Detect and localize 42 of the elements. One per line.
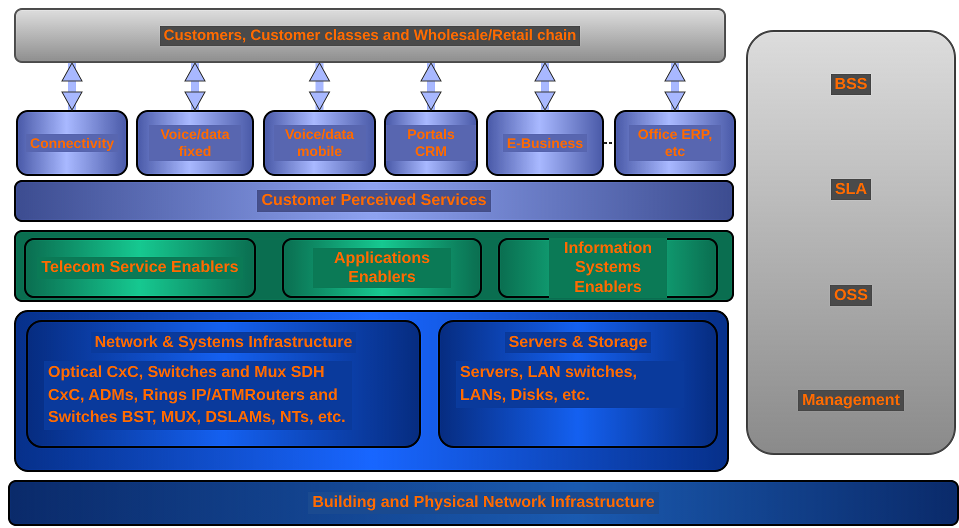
node-label: Office ERP, etc bbox=[629, 125, 721, 161]
node-label: Applications Enablers bbox=[313, 248, 451, 288]
double-arrow bbox=[534, 62, 556, 110]
service-box bbox=[486, 110, 604, 176]
node-label: Information Systems Enablers bbox=[549, 238, 667, 298]
enabler-box bbox=[24, 238, 256, 298]
layer-band bbox=[14, 8, 726, 63]
node-label: Building and Physical Network Infrastructure bbox=[308, 492, 659, 514]
infrastructure-box bbox=[26, 320, 421, 448]
side-panel bbox=[746, 30, 956, 455]
node-label: E-Business bbox=[502, 134, 588, 152]
node-label: Portals CRM bbox=[386, 125, 476, 161]
layer-band bbox=[14, 230, 734, 302]
service-box bbox=[16, 110, 128, 176]
layer-band bbox=[14, 180, 734, 222]
layer-band bbox=[14, 310, 729, 472]
node-label: Voice/data mobile bbox=[274, 125, 366, 161]
double-arrow bbox=[420, 62, 442, 110]
service-box bbox=[263, 110, 376, 176]
infrastructure-box bbox=[438, 320, 718, 448]
node-label: BSS bbox=[830, 74, 872, 96]
node-label: Customer Perceived Services bbox=[257, 190, 490, 212]
enabler-box bbox=[498, 238, 718, 298]
service-box bbox=[136, 110, 254, 176]
node-label: Customers, Customer classes and Wholesale/Retail chain bbox=[160, 26, 580, 46]
enabler-box bbox=[282, 238, 482, 298]
service-box bbox=[384, 110, 478, 176]
node-label: Management bbox=[798, 390, 904, 411]
node-label: Network & Systems Infrastructure bbox=[90, 332, 356, 354]
node-label: Connectivity bbox=[26, 134, 118, 152]
double-arrow bbox=[309, 62, 330, 110]
double-arrow bbox=[62, 62, 82, 110]
node-label: Servers & Storage bbox=[504, 332, 652, 354]
node-label: OSS bbox=[830, 284, 872, 306]
body-text: Optical CxC, Switches and Mux SDH CxC, ADMs, Rings IP/ATMRouters and Switches BST, MUX, DSLAMs, NTs, etc. bbox=[44, 361, 352, 430]
service-box bbox=[614, 110, 736, 176]
double-arrow bbox=[184, 62, 206, 110]
layer-band bbox=[8, 480, 959, 526]
double-arrow bbox=[664, 62, 686, 110]
node-label: SLA bbox=[831, 179, 871, 200]
node-label: Voice/data fixed bbox=[149, 125, 241, 161]
connector-line bbox=[604, 142, 614, 144]
